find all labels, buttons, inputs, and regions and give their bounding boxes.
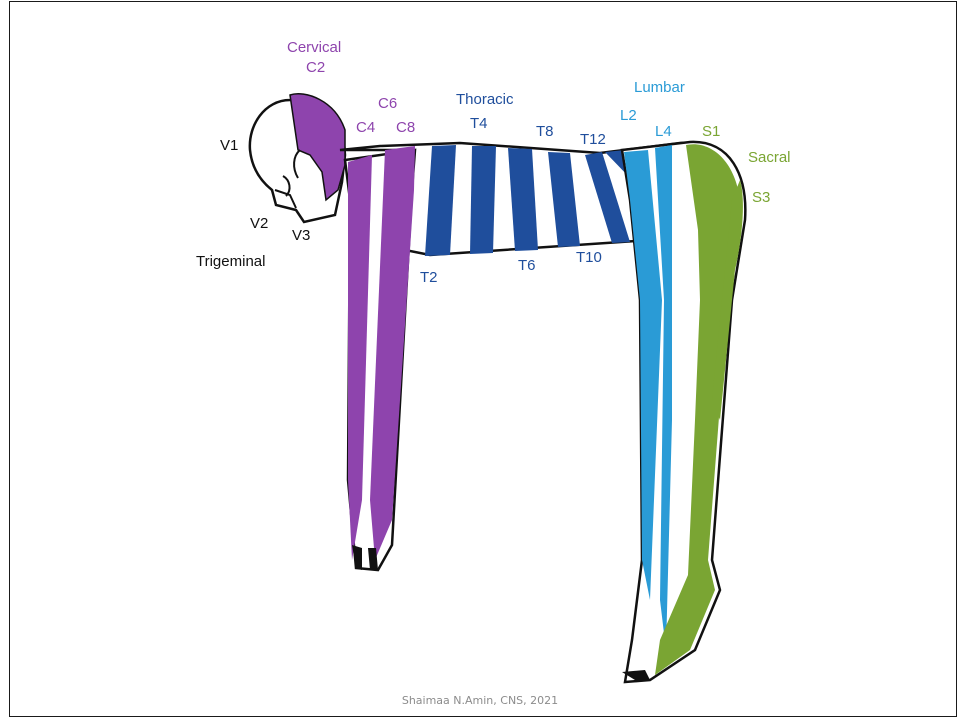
segment-label-t10: T10 [576,250,602,265]
segment-label-c8: C8 [396,120,415,135]
group-label-thoracic: Thoracic [456,92,514,107]
segment-label-s3: S3 [752,190,770,205]
segment-label-l4: L4 [655,124,672,139]
segment-label-t2: T2 [420,270,438,285]
segment-label-c6: C6 [378,96,397,111]
segment-label-v2: V2 [250,216,268,231]
segment-label-v3: V3 [292,228,310,243]
segment-label-t6: T6 [518,258,536,273]
segment-label-t8: T8 [536,124,554,139]
footer-credit: Shaimaa N.Amin, CNS, 2021 [0,694,960,707]
segment-label-s1: S1 [702,124,720,139]
segment-label-t12: T12 [580,132,606,147]
head [250,94,345,222]
segment-label-c4: C4 [356,120,375,135]
segment-label-l2: L2 [620,108,637,123]
segment-label-c2: C2 [306,60,325,75]
group-label-lumbar: Lumbar [634,80,685,95]
segment-label-v1: V1 [220,138,238,153]
group-label-sacral: Sacral [748,150,791,165]
group-label-cervical: Cervical [287,40,341,55]
arm [345,146,415,570]
segment-label-t4: T4 [470,116,488,131]
leg [622,142,745,682]
group-label-trigeminal: Trigeminal [196,254,265,269]
